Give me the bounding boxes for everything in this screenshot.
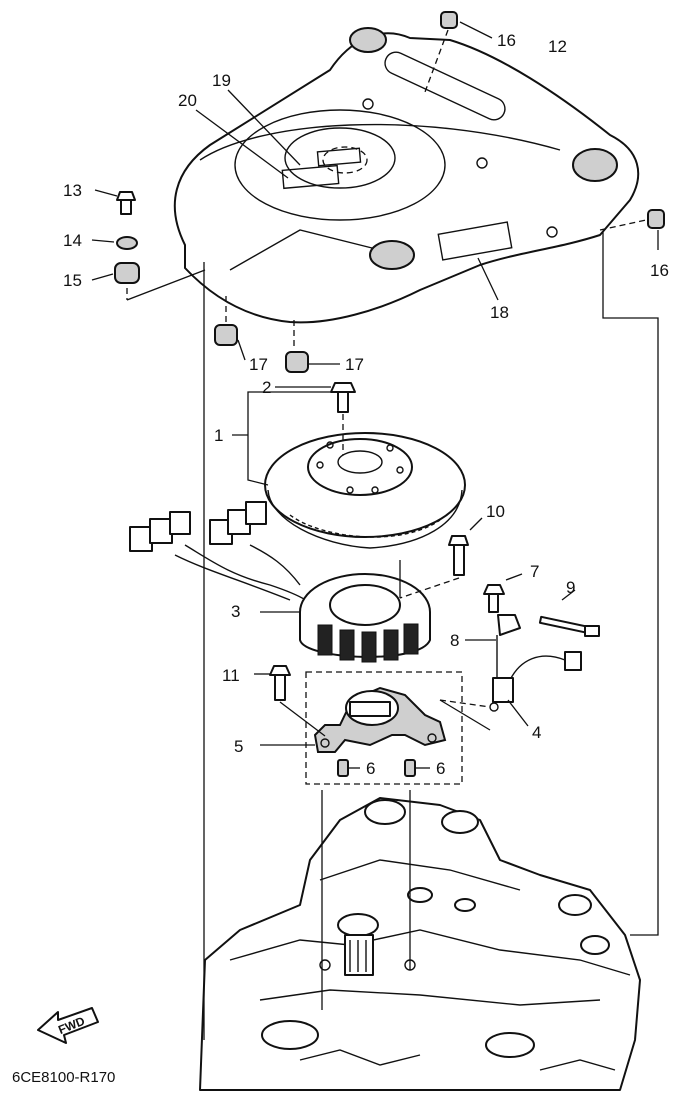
grommet-17-left (214, 296, 246, 361)
callout-11: 11 (222, 666, 240, 685)
pulser-coil-4 (439, 651, 582, 731)
grommet-16-right (599, 209, 665, 250)
callout-17-left: 17 (249, 355, 268, 374)
callout-15: 15 (63, 271, 82, 290)
callout-6-left: 6 (366, 759, 375, 778)
callout-3: 3 (231, 602, 240, 621)
base-plate-5 (260, 686, 447, 753)
callout-9: 9 (566, 578, 575, 597)
callout-18: 18 (490, 303, 509, 322)
dowel-pin-6-right (404, 759, 430, 777)
stator (260, 573, 431, 663)
callout-10: 10 (486, 502, 505, 521)
callout-20: 20 (178, 91, 197, 110)
assembly-line-right (602, 232, 659, 936)
grommet-15 (91, 262, 206, 301)
stator-harness (129, 501, 317, 616)
callout-8: 8 (450, 631, 459, 650)
callout-13: 13 (63, 181, 82, 200)
callout-1: 1 (214, 426, 223, 445)
bolt-13 (94, 189, 136, 215)
callout-14: 14 (63, 231, 82, 250)
reference-code: 6CE8100-R170 (12, 1069, 115, 1086)
flywheel-nut-2 (275, 382, 356, 455)
dowel-pin-6-left (337, 759, 360, 777)
bolt-10 (399, 517, 483, 599)
callout-17-right: 17 (345, 355, 364, 374)
bolt-7 (483, 573, 523, 613)
callout-5: 5 (234, 737, 243, 756)
bolt-11 (254, 665, 326, 737)
grommet-16-top (424, 11, 493, 93)
washer-14 (91, 236, 138, 250)
base-assembly-box (305, 671, 463, 785)
callout-16-top: 16 (497, 31, 516, 50)
fwd-arrow-icon: FWD (37, 1007, 99, 1044)
grommet-17-right (285, 320, 340, 373)
fwd-label: FWD (56, 1014, 87, 1037)
callout-4: 4 (532, 723, 541, 742)
cable-tie-9 (538, 589, 600, 637)
callout-2: 2 (262, 378, 271, 397)
flywheel-cover (173, 27, 640, 324)
callout-7: 7 (530, 562, 539, 581)
engine-block (199, 797, 641, 1091)
callout-19: 19 (212, 71, 231, 90)
callout-16-right: 16 (650, 261, 669, 280)
clamp-8 (465, 614, 521, 700)
callout-6-right: 6 (436, 759, 445, 778)
flywheel (264, 432, 466, 549)
callout-bracket-1 (232, 391, 340, 486)
callout-12: 12 (548, 37, 567, 56)
